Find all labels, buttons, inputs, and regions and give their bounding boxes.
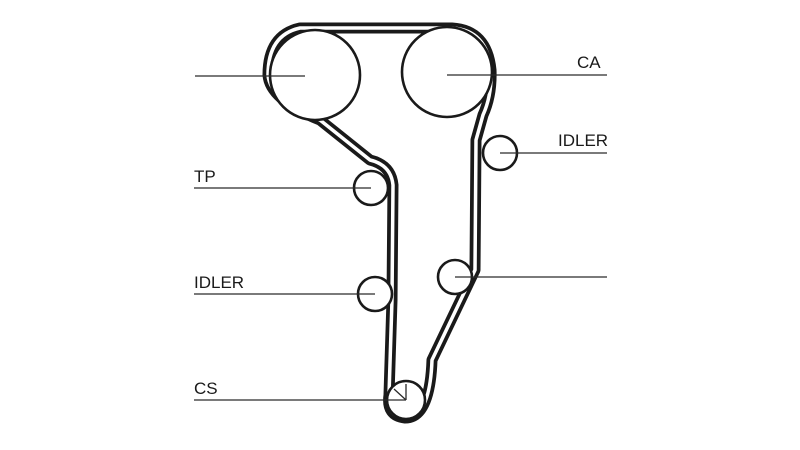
label-crankshaft: CS	[194, 379, 218, 398]
label-lower-idler: IDLER	[194, 273, 244, 292]
label-upper-idler: IDLER	[558, 131, 608, 150]
label-camshaft: CA	[577, 53, 601, 72]
camshaft-pulley	[400, 25, 494, 119]
left-cam-pulley	[268, 28, 362, 122]
crankshaft-marker-diagonal	[393, 388, 407, 401]
label-tensioner: TP	[194, 167, 216, 186]
